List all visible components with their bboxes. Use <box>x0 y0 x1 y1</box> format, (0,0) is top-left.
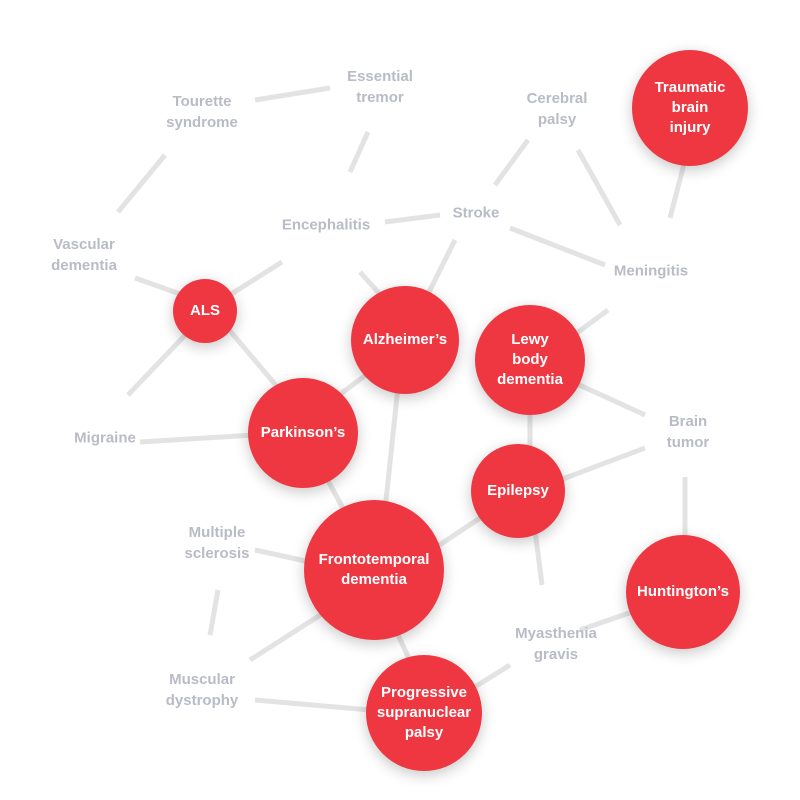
node-text: Progressive supranuclear palsy <box>376 684 472 741</box>
node-parkinsons: Parkinson’s <box>248 378 358 488</box>
label-tourette-syndrome: Tourette syndrome <box>166 91 238 133</box>
edge <box>509 225 606 268</box>
edge <box>126 328 192 397</box>
label-text: Multiple sclerosis <box>184 524 250 562</box>
node-frontotemporal-dementia: Frontotemporal dementia <box>304 500 444 640</box>
edge <box>579 609 633 633</box>
node-progressive-supranuclear-palsy: Progressive supranuclear palsy <box>366 655 482 771</box>
edge <box>559 445 646 483</box>
label-text: Myasthenia gravis <box>515 625 597 663</box>
label-text: Tourette syndrome <box>166 93 238 131</box>
edge <box>207 589 221 636</box>
label-myasthenia-gravis: Myasthenia gravis <box>515 623 597 665</box>
label-cerebral-palsy: Cerebral palsy <box>527 88 588 130</box>
node-huntingtons: Huntington’s <box>626 535 740 649</box>
label-muscular-dystrophy: Muscular dystrophy <box>166 669 239 711</box>
edge <box>254 697 371 713</box>
edge <box>575 148 623 227</box>
label-text: Migraine <box>74 429 136 447</box>
edge <box>254 547 311 565</box>
label-text: Muscular dystrophy <box>165 671 239 709</box>
edge <box>573 380 647 418</box>
label-encephalitis: Encephalitis <box>282 215 370 236</box>
label-meningitis: Meningitis <box>614 261 688 282</box>
node-text: Traumatic brain injury <box>654 79 726 136</box>
label-stroke: Stroke <box>453 203 500 224</box>
edge <box>384 212 441 225</box>
label-text: Brain tumor <box>666 413 710 451</box>
label-brain-tumor: Brain tumor <box>667 411 710 453</box>
edge <box>248 609 327 663</box>
node-text: Epilepsy <box>487 482 549 499</box>
label-essential-tremor: Essential tremor <box>347 66 413 108</box>
node-lewy-body-dementia: Lewy body dementia <box>475 305 585 415</box>
edge <box>139 432 256 445</box>
label-text: Essential tremor <box>347 68 413 106</box>
node-text: Alzheimer’s <box>362 331 448 348</box>
node-text: Parkinson’s <box>260 424 346 441</box>
edge <box>223 259 284 301</box>
label-text: Vascular dementia <box>51 236 117 274</box>
edge <box>223 323 282 392</box>
label-multiple-sclerosis: Multiple sclerosis <box>184 522 249 564</box>
node-text: Huntington’s <box>637 583 729 600</box>
node-text: Frontotemporal dementia <box>318 551 430 588</box>
label-text: Meningitis <box>613 262 689 280</box>
node-traumatic-brain-injury: Traumatic brain injury <box>632 50 748 166</box>
edge <box>468 662 512 693</box>
label-text: Cerebral palsy <box>526 90 588 128</box>
label-text: Stroke <box>452 204 500 222</box>
edge <box>433 515 482 551</box>
edge <box>532 529 545 586</box>
edge <box>134 275 181 297</box>
node-als: ALS <box>173 279 237 343</box>
edge <box>667 159 688 219</box>
edge <box>254 85 331 103</box>
edge <box>492 138 531 187</box>
node-text: Lewy body dementia <box>497 331 563 388</box>
node-alzheimers: Alzheimer’s <box>351 286 459 394</box>
edge <box>116 153 167 214</box>
label-migraine: Migraine <box>74 428 136 449</box>
edge <box>422 238 458 302</box>
node-epilepsy: Epilepsy <box>471 444 565 538</box>
label-text: Encephalitis <box>281 216 371 234</box>
label-vascular-dementia: Vascular dementia <box>51 234 117 276</box>
edge <box>347 130 371 174</box>
node-text: ALS <box>190 302 220 319</box>
